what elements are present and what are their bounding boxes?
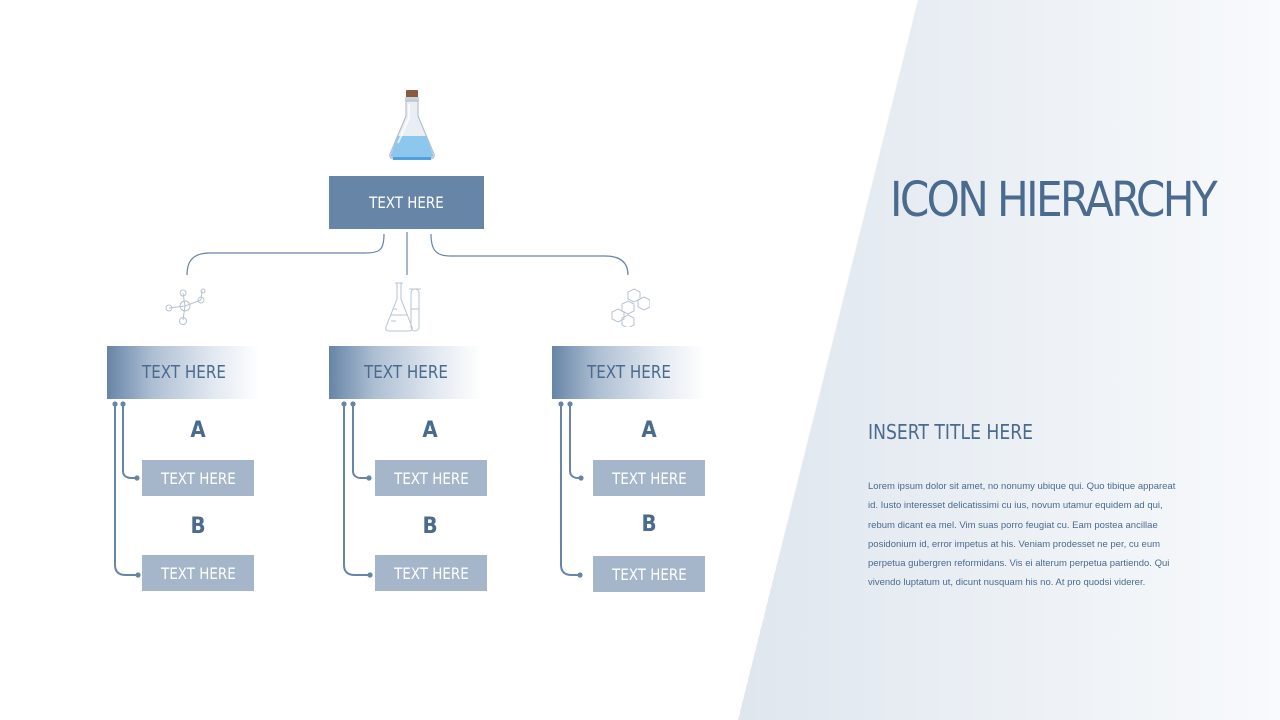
- branch-1-letter-b: B: [190, 514, 206, 539]
- branch-3-letter-a: A: [641, 418, 657, 443]
- branch-1-leaf-b: TEXT HERE: [142, 555, 254, 591]
- branch-3-letter-b: B: [641, 512, 657, 537]
- leaf-label: TEXT HERE: [611, 468, 687, 488]
- branch-2-leaf-b: TEXT HERE: [375, 555, 487, 591]
- lab-glassware-icon: [385, 282, 421, 332]
- branch-node-3: TEXT HERE: [552, 346, 705, 399]
- flask-icon: [389, 90, 435, 160]
- branch-1-leaf-a: TEXT HERE: [142, 460, 254, 496]
- branch-2-letter-b: B: [422, 514, 438, 539]
- body-paragraph: Lorem ipsum dolor sit amet, no nonumy ub…: [868, 481, 1176, 589]
- branch-node-label: TEXT HERE: [363, 362, 448, 383]
- branch-3-leaf-a: TEXT HERE: [593, 460, 705, 496]
- leaf-label: TEXT HERE: [160, 468, 236, 488]
- branch-2-leaf-a: TEXT HERE: [375, 460, 487, 496]
- branch-node-2: TEXT HERE: [329, 346, 482, 399]
- slide-title: ICON HIERARCHY: [890, 172, 1218, 228]
- leaf-label: TEXT HERE: [160, 563, 236, 583]
- branch-node-label: TEXT HERE: [141, 362, 226, 383]
- branch-3-leaf-b: TEXT HERE: [593, 556, 705, 592]
- leaf-label: TEXT HERE: [393, 563, 469, 583]
- branch-1-letter-a: A: [190, 418, 206, 443]
- root-node: TEXT HERE: [329, 176, 484, 229]
- branch-node-label: TEXT HERE: [586, 362, 671, 383]
- leaf-label: TEXT HERE: [393, 468, 469, 488]
- hexagon-structure-icon: [611, 288, 650, 327]
- section-title: INSERT TITLE HERE: [868, 420, 1034, 444]
- root-node-label: TEXT HERE: [369, 193, 444, 212]
- leaf-label: TEXT HERE: [611, 564, 687, 584]
- branch-2-letter-a: A: [422, 418, 438, 443]
- molecule-icon: [165, 288, 206, 325]
- branch-node-1: TEXT HERE: [107, 346, 260, 399]
